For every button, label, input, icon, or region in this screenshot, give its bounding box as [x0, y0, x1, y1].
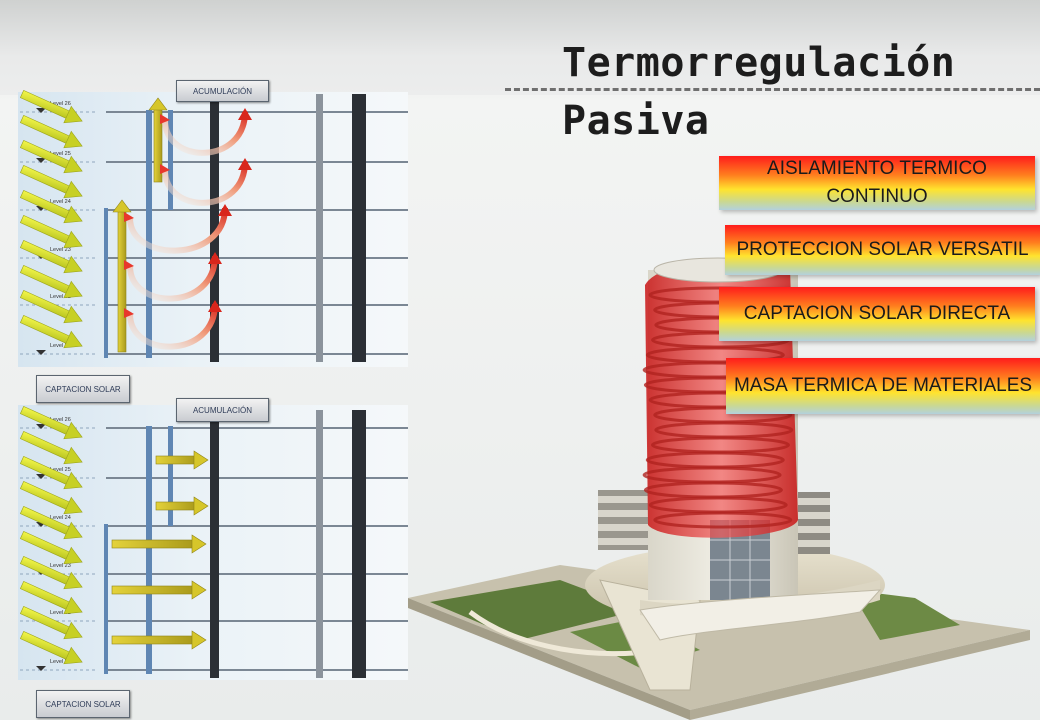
level-marker-icon [36, 666, 46, 671]
header-band [0, 0, 1040, 95]
sun-ray-arrow [19, 164, 83, 199]
heat-rise-arrow [112, 199, 132, 353]
sun-ray-arrow [19, 264, 83, 299]
diagram1-capture-label: CAPTACION SOLAR [36, 375, 130, 403]
heat-rise-arrow [148, 97, 168, 183]
sun-ray-arrow [19, 139, 83, 174]
level-label: Level 21 [50, 343, 71, 349]
level-label: Level 24 [50, 515, 71, 521]
sun-ray-arrow [19, 605, 83, 640]
section-diagram-direct-gain: Level 26 Level 25 Level 24 Level 23 Level 22… [19, 405, 408, 678]
level-label: Level 23 [50, 563, 71, 569]
heat-circulation-arc [127, 300, 222, 350]
level-label: Level 22 [50, 294, 71, 300]
column-dark [210, 410, 219, 678]
sun-ray-arrow [19, 239, 83, 274]
level-label: Level 24 [50, 199, 71, 205]
heat-start-icon [160, 114, 170, 124]
feature-aislamiento-termico: AISLAMIENTO TERMICO CONTINUO [719, 156, 1035, 210]
lawn [430, 580, 640, 640]
heat-circulation-arc [127, 204, 232, 254]
column-grey [316, 94, 323, 362]
floor-slab [653, 511, 793, 529]
feature-masa-termica: MASA TERMICA DE MATERIALES [726, 358, 1040, 414]
diagram2-accumulation-label: ACUMULACIÓN [176, 398, 269, 422]
level-marker-icon [36, 108, 46, 113]
level-label: Level 26 [50, 417, 71, 423]
level-marker-icon [36, 158, 46, 163]
sun-ray-arrow [19, 114, 83, 149]
column-blue [168, 110, 173, 210]
title-divider [505, 88, 1040, 91]
column-dark [352, 410, 366, 678]
sun-ray-arrow [19, 189, 83, 224]
sun-ray-arrow [19, 314, 83, 349]
level-label: Level 21 [50, 659, 71, 665]
heat-circulation-arc [162, 158, 252, 206]
heat-start-icon [160, 164, 170, 174]
sun-ray-arrow [19, 289, 83, 324]
heat-transfer-arrow [155, 496, 209, 516]
heat-circulation-arc [127, 252, 222, 302]
slide-title-line2: Pasiva [562, 98, 710, 144]
level-label: Level 25 [50, 467, 71, 473]
diagram1-accumulation-label: ACUMULACIÓN [176, 80, 269, 102]
slide-title-line1: Termorregulación [562, 40, 956, 86]
sun-ray-arrow [19, 580, 83, 615]
heat-start-icon [124, 308, 134, 318]
column-blue [146, 110, 152, 358]
sun-ray-arrow [19, 555, 83, 590]
section-diagram-accumulation: Level 26 Level 25 Level 24 Level 23 Level 22… [19, 89, 408, 362]
heat-start-icon [124, 212, 134, 222]
sun-ray-arrow [19, 89, 83, 124]
column-dark [210, 94, 219, 362]
column-blue [146, 426, 152, 674]
heat-transfer-arrow [155, 450, 209, 470]
sun-ray-arrow [19, 530, 83, 565]
sun-ray-arrow [19, 630, 83, 665]
level-label: Level 22 [50, 610, 71, 616]
heat-transfer-arrow [111, 630, 207, 650]
sun-ray-arrow [19, 455, 83, 490]
column-dark [352, 94, 366, 362]
column-grey [316, 410, 323, 678]
sun-ray-arrow [19, 430, 83, 465]
feature-captacion-solar: CAPTACION SOLAR DIRECTA [719, 287, 1035, 341]
level-label: Level 23 [50, 247, 71, 253]
sun-ray-arrow [19, 214, 83, 249]
level-label: Level 25 [50, 151, 71, 157]
level-label: Level 26 [50, 101, 71, 107]
sun-ray-arrow [19, 405, 83, 440]
column-blue [168, 426, 173, 526]
level-marker-icon [36, 424, 46, 429]
heat-start-icon [124, 260, 134, 270]
sun-ray-arrow [19, 480, 83, 515]
heat-circulation-arc [162, 108, 252, 156]
heat-transfer-arrow [111, 580, 207, 600]
sun-ray-arrow [19, 505, 83, 540]
level-marker-icon [36, 350, 46, 355]
column-blue [104, 524, 108, 674]
diagram2-capture-label: CAPTACION SOLAR [36, 690, 130, 718]
building-wing-left [598, 490, 653, 550]
heat-transfer-arrow [111, 534, 207, 554]
feature-proteccion-solar: PROTECCION SOLAR VERSATIL [725, 225, 1040, 275]
building-illustration [408, 257, 1030, 720]
level-marker-icon [36, 474, 46, 479]
column-blue [104, 208, 108, 358]
